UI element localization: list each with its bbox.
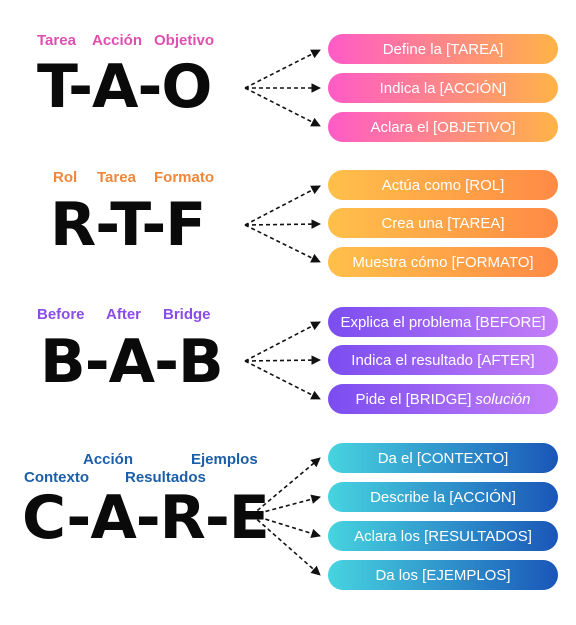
rtf-pill-formato: Muestra cómo [FORMATO] — [328, 247, 558, 277]
tao-label-tarea: Tarea — [37, 32, 76, 49]
rtf-acronym: R-T-F — [50, 190, 206, 260]
care-acronym: C-A-R-E — [22, 483, 270, 553]
rtf-label-rol: Rol — [53, 169, 78, 186]
arrow-bab-2 — [244, 355, 321, 365]
care-label-accion: Acción — [83, 451, 134, 468]
tao-pill-objetivo: Aclara el [OBJETIVO] — [328, 112, 558, 142]
arrow-care-4 — [251, 514, 321, 576]
care-pill-resultados: Aclara los [RESULTADOS] — [328, 521, 558, 551]
arrow-care-3 — [251, 514, 321, 539]
rtf-pill-rol: Actúa como [ROL] — [328, 170, 558, 200]
care-pill-contexto: Da el [CONTEXTO] — [328, 443, 558, 473]
bab-pill-bridge-text: Pide el [BRIDGE] — [355, 390, 472, 408]
arrow-rtf-3 — [244, 224, 321, 263]
bab-pill-before: Explica el problema [BEFORE] — [328, 307, 558, 337]
rtf-label-formato: Formato — [154, 169, 214, 186]
care-label-contexto: Contexto — [24, 469, 89, 486]
rtf-label-tarea: Tarea — [97, 169, 136, 186]
arrow-care-2 — [251, 494, 321, 516]
bab-acronym: B-A-B — [40, 327, 224, 397]
care-pill-ejemplos: Da los [EJEMPLOS] — [328, 560, 558, 590]
bab-label-after: After — [106, 306, 142, 323]
care-pill-accion: Describe la [ACCIÓN] — [328, 482, 558, 512]
arrow-bab-1 — [244, 321, 321, 362]
tao-label-accion: Acción — [92, 32, 143, 49]
tao-pill-accion: Indica la [ACCIÓN] — [328, 73, 558, 103]
tao-pill-tarea: Define la [TAREA] — [328, 34, 558, 64]
arrow-rtf-2 — [244, 219, 321, 229]
arrow-rtf-1 — [244, 185, 321, 226]
care-label-ejemplos: Ejemplos — [191, 451, 258, 468]
rtf-pill-tarea: Crea una [TAREA] — [328, 208, 558, 238]
care-label-resultados: Resultados — [125, 469, 206, 486]
bab-pill-bridge: Pide el [BRIDGE]solución — [328, 384, 558, 414]
arrow-tao-3 — [244, 87, 321, 127]
bab-pill-bridge-italic: solución — [475, 390, 531, 408]
bab-label-before: Before — [37, 306, 85, 323]
tao-acronym: T-A-O — [37, 52, 212, 122]
bab-label-bridge: Bridge — [163, 306, 211, 323]
arrow-bab-3 — [244, 360, 321, 400]
arrow-tao-1 — [244, 49, 321, 89]
tao-label-objetivo: Objetivo — [154, 32, 215, 49]
bab-pill-after: Indica el resultado [AFTER] — [328, 345, 558, 375]
arrow-care-1 — [251, 457, 321, 516]
